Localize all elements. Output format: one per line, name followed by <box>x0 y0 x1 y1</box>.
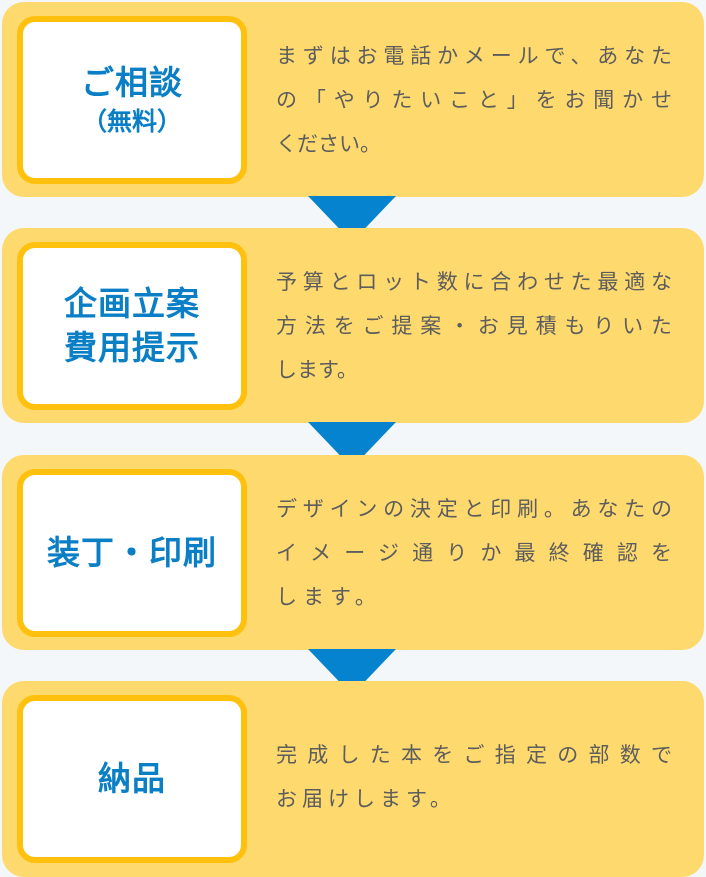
step-card-delivery: 納品 完成した本をご指定の部数で お届けします。 <box>2 681 704 877</box>
description-line: お届けします。 <box>276 787 456 811</box>
description-line: します。 <box>276 358 358 382</box>
step-title: ご相談 <box>81 63 183 102</box>
description-line: の「やりたいこと」をお聞かせ <box>276 88 672 112</box>
step-subtitle: 費用提示 <box>64 328 200 367</box>
step-description: 完成した本をご指定の部数で お届けします。 <box>276 733 672 821</box>
description-line: 予算とロット数に合わせた最適な <box>276 270 672 294</box>
description-line: イメージ通りか最終確認を <box>276 541 672 565</box>
step-description: まずはお電話かメールで、あなた の「やりたいこと」をお聞かせ ください。 <box>276 34 672 166</box>
description-line: デザインの決定と印刷。あなたの <box>276 497 672 521</box>
step-title: 納品 <box>98 759 166 798</box>
step-subtitle: （無料） <box>81 107 182 136</box>
description-line: ください。 <box>276 132 381 156</box>
step-label-box: 納品 <box>17 695 247 863</box>
description-line: 完成した本をご指定の部数で <box>276 743 672 767</box>
step-description: デザインの決定と印刷。あなたの イメージ通りか最終確認を します。 <box>276 487 672 619</box>
description-line: 方法をご提案・お見積もりいた <box>276 314 672 338</box>
description-line: まずはお電話かメールで、あなた <box>276 44 672 68</box>
description-line: します。 <box>276 585 382 609</box>
step-label-box: 装丁・印刷 <box>17 469 247 637</box>
step-card-consultation: ご相談 （無料） まずはお電話かメールで、あなた の「やりたいこと」をお聞かせ … <box>2 2 704 197</box>
step-description: 予算とロット数に合わせた最適な 方法をご提案・お見積もりいた します。 <box>276 260 672 392</box>
step-label-box: ご相談 （無料） <box>17 16 247 184</box>
step-title: 企画立案 <box>64 284 200 323</box>
step-label-box: 企画立案 費用提示 <box>17 242 247 410</box>
step-card-printing: 装丁・印刷 デザインの決定と印刷。あなたの イメージ通りか最終確認を します。 <box>2 455 704 650</box>
step-card-planning: 企画立案 費用提示 予算とロット数に合わせた最適な 方法をご提案・お見積もりいた… <box>2 228 704 423</box>
step-title: 装丁・印刷 <box>47 533 217 572</box>
